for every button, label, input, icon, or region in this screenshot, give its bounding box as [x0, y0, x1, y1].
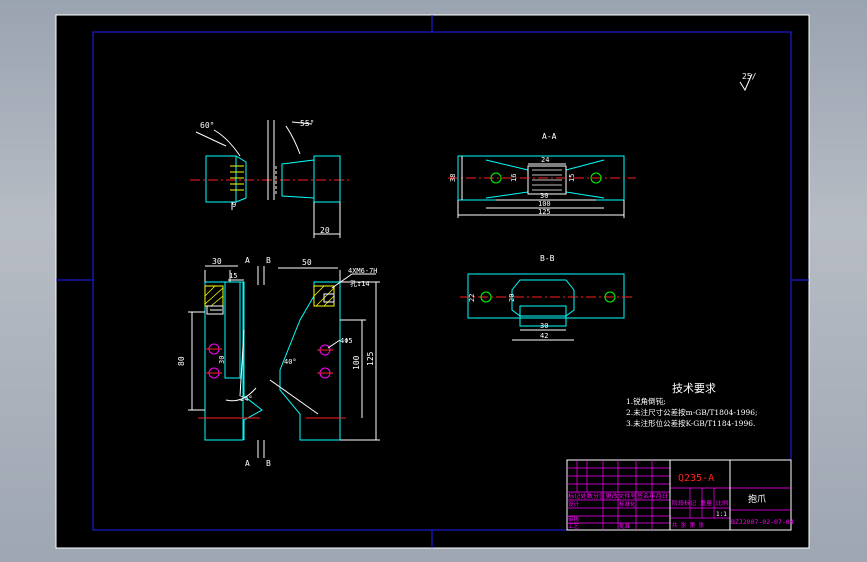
title-stage: 阶段标记 重量 比例	[672, 499, 729, 507]
dim-30-top: 30	[212, 257, 222, 266]
aa-dim-24: 24	[541, 156, 549, 164]
aa-dim-30: 30	[540, 192, 548, 200]
roughness-value: 25/	[742, 72, 757, 81]
title-sheet: 共 张 第 张	[672, 521, 704, 529]
section-aa-title: A-A	[542, 132, 557, 141]
dim-9: 9	[232, 201, 236, 209]
centering-marks	[56, 15, 809, 548]
tech-requirements: 技术要求 1.锐角倒钝; 2.未注尺寸公差按m-GB/T1804-1996; 3…	[626, 382, 758, 428]
section-a-bottom: A	[245, 459, 250, 468]
top-view: 60° 55° 9 20	[190, 119, 350, 238]
angle-40: 40°	[284, 358, 297, 366]
front-view: A B A B	[177, 256, 380, 468]
tech-req-item-3: 3.未注形位公差按K-GB/T1184-1996.	[626, 418, 755, 428]
dim-50: 50	[302, 258, 312, 267]
aa-dim-38: 38	[449, 174, 457, 182]
section-b-top: B	[266, 256, 271, 265]
inner-border	[92, 31, 792, 531]
angle-24: 24°	[240, 395, 253, 403]
aa-dim-16: 16	[510, 174, 518, 182]
drawing-number: BZJ2007-02-07-04	[731, 518, 794, 526]
dim-80: 80	[177, 356, 186, 366]
dim-30-holes: 30	[218, 356, 226, 364]
angle-55: 55°	[300, 119, 314, 128]
thread-depth: 孔↧14	[350, 280, 370, 288]
bb-dim-20: 20	[508, 294, 516, 302]
left-jaw-outline	[205, 155, 237, 203]
bb-dim-22: 22	[468, 294, 476, 302]
angle-60: 60°	[200, 121, 214, 130]
title-designer: 设计	[568, 500, 580, 508]
scale: 1:1	[716, 511, 727, 518]
tech-req-item-1: 1.锐角倒钝;	[626, 396, 666, 406]
dim-4phi5: 4Φ5	[340, 337, 353, 345]
section-aa-view: A-A 24 38 16 15 30 100 125	[448, 132, 636, 218]
roughness-symbol: 25/	[739, 72, 757, 92]
bb-dim-30: 30	[540, 322, 548, 330]
section-b-bottom: B	[266, 459, 271, 468]
bb-dim-42: 42	[540, 332, 548, 340]
material-text: Q235-A	[678, 473, 714, 484]
section-bb-outline	[467, 273, 625, 319]
title-process: 工艺	[568, 523, 580, 530]
section-bb-view: B-B 22 20 30 42	[460, 254, 634, 341]
title-block: Q235-A 抱爪 BZJ2007-02-07-04 1:1 标记处数分区更改文…	[566, 459, 794, 531]
aa-dim-15: 15	[568, 174, 576, 182]
title-block-grid	[567, 460, 791, 530]
title-headers: 标记处数分区更改文件号签名年月日	[568, 492, 668, 500]
dim-125: 125	[366, 351, 375, 366]
part-name: 抱爪	[748, 493, 766, 505]
tech-req-item-2: 2.未注尺寸公差按m-GB/T1804-1996;	[626, 407, 758, 417]
left-jaw-teeth	[230, 165, 244, 191]
aa-dim-100: 100	[538, 200, 551, 208]
dim-20: 20	[320, 226, 330, 235]
title-standard: 标准化	[619, 500, 636, 508]
thread-note: 4XM6-7H	[348, 267, 378, 275]
dim-100: 100	[352, 355, 361, 370]
drawing-sheet	[55, 14, 810, 549]
title-review: 审核	[568, 515, 580, 523]
tech-req-title: 技术要求	[672, 382, 716, 395]
section-a-top: A	[245, 256, 250, 265]
title-approve: 批准	[619, 522, 631, 530]
aa-dim-125: 125	[538, 208, 551, 216]
section-bb-title: B-B	[540, 254, 555, 263]
dim-15: 15	[229, 272, 237, 280]
